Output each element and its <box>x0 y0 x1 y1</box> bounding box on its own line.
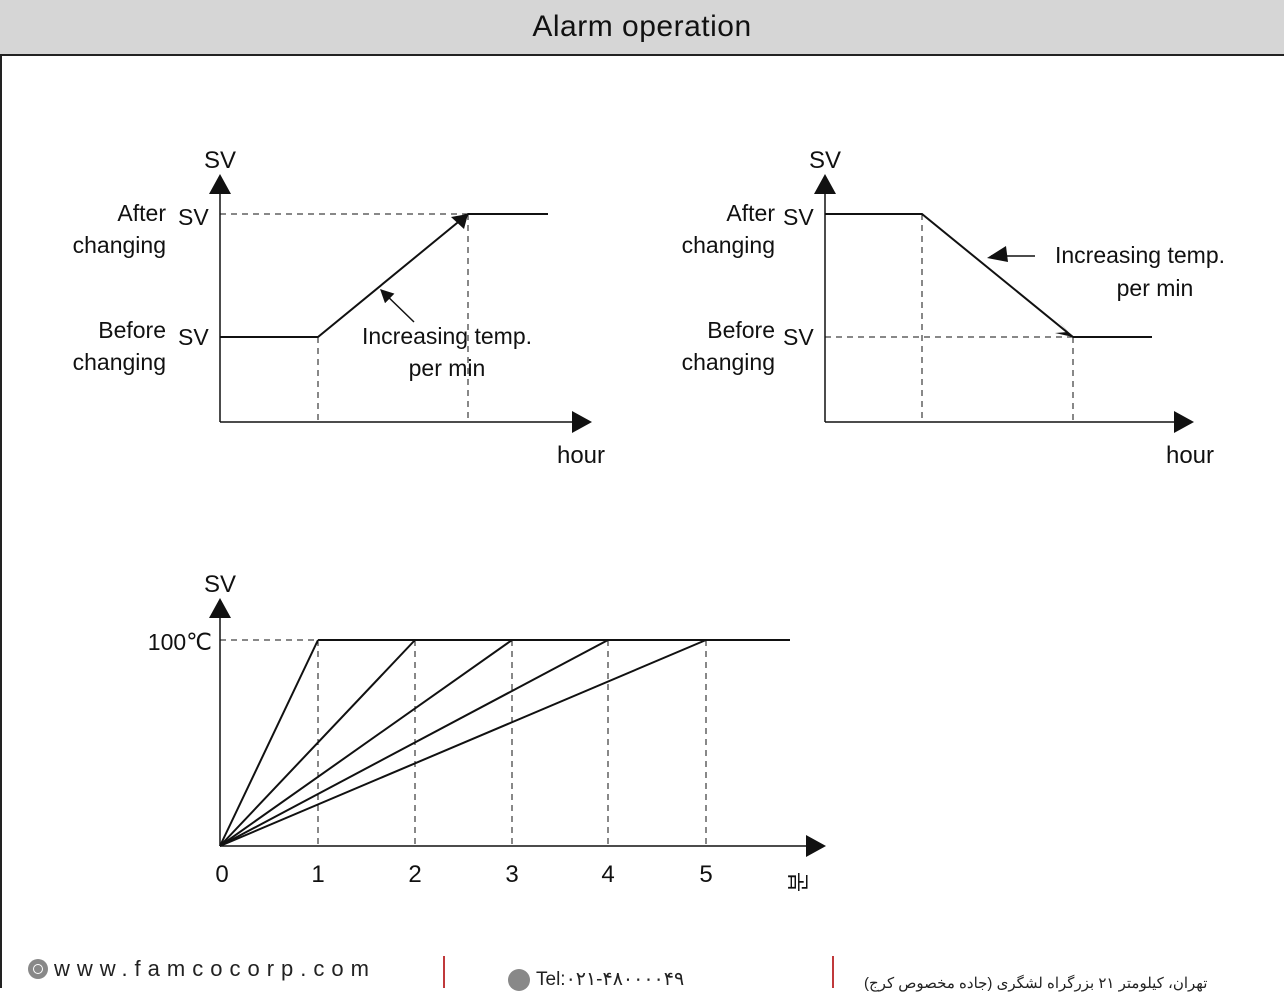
x-tick-0: 0 <box>215 861 228 888</box>
ramp-line-3min <box>219 639 513 847</box>
annotation-arrowhead <box>987 246 1008 262</box>
sv-curve <box>825 213 1152 338</box>
y-axis-label: SV <box>204 147 236 174</box>
footer-divider <box>832 956 834 988</box>
ramp-end-arrowhead <box>1055 321 1073 337</box>
before-label-line2: changing <box>73 349 166 375</box>
phone-icon <box>508 968 530 991</box>
after-sv-label: SV <box>783 204 814 230</box>
x-tick-1: 1 <box>311 861 324 888</box>
ramp-line-1min <box>219 639 319 847</box>
page-header: Alarm operation <box>0 0 1284 56</box>
y-axis-label: SV <box>809 147 841 174</box>
diagram-ramp-rates: SV 100℃ 0 1 2 3 4 5 분 <box>148 571 826 892</box>
x-unit-label: 분 <box>786 872 811 892</box>
x-tick-4: 4 <box>601 861 614 888</box>
before-label-line1: Before <box>98 317 166 343</box>
ramp-line-5min <box>219 639 707 847</box>
ramp-line-2min <box>219 639 416 847</box>
website-link[interactable]: www.famcocorp.com <box>28 956 376 982</box>
before-label-line2: changing <box>682 349 775 375</box>
annotation-line1: Increasing temp. <box>362 323 532 349</box>
sv-curve <box>220 213 548 338</box>
footer: www.famcocorp.com Tel:۰۲۱-۴۸۰۰۰۰۴۹ تهران… <box>0 948 1284 992</box>
y-axis-arrowhead <box>209 598 231 618</box>
phone-contact: Tel:۰۲۱-۴۸۰۰۰۰۴۹ <box>508 968 684 991</box>
diagram-sv-increase: SV hour After changing SV Before changin… <box>73 147 605 469</box>
diagram-sv-decrease: SV hour After changing SV Before changin… <box>682 147 1225 469</box>
before-sv-label: SV <box>783 324 814 350</box>
before-label-line1: Before <box>707 317 775 343</box>
after-label-line2: changing <box>682 232 775 258</box>
x-axis-label: hour <box>1166 442 1214 469</box>
after-sv-label: SV <box>178 204 209 230</box>
x-tick-5: 5 <box>699 861 712 888</box>
globe-icon <box>28 959 48 979</box>
y-axis-arrowhead <box>209 174 231 194</box>
footer-divider <box>443 956 445 988</box>
ramp-end-arrowhead <box>451 214 468 229</box>
x-tick-3: 3 <box>505 861 518 888</box>
x-axis-arrowhead <box>572 411 592 433</box>
after-label-line2: changing <box>73 232 166 258</box>
x-axis-arrowhead <box>1174 411 1194 433</box>
after-label-line1: After <box>117 200 166 226</box>
ramp-line-4min <box>219 639 609 847</box>
annotation-pointer <box>380 289 415 323</box>
phone-text: Tel:۰۲۱-۴۸۰۰۰۰۴۹ <box>536 969 685 990</box>
x-axis-arrowhead <box>806 835 826 857</box>
page-title: Alarm operation <box>532 10 752 43</box>
y-value-label: 100℃ <box>148 629 212 655</box>
address-text: تهران، کیلومتر ۲۱ بزرگراه لشگری (جاده مخ… <box>864 975 1208 992</box>
annotation-line2: per min <box>409 355 486 381</box>
x-axis-label: hour <box>557 442 605 469</box>
website-text: www.famcocorp.com <box>54 956 376 981</box>
annotation-line1: Increasing temp. <box>1055 242 1225 268</box>
x-tick-2: 2 <box>408 861 421 888</box>
y-axis-label: SV <box>204 571 236 598</box>
before-sv-label: SV <box>178 324 209 350</box>
annotation-line2: per min <box>1117 275 1194 301</box>
y-axis-arrowhead <box>814 174 836 194</box>
after-label-line1: After <box>726 200 775 226</box>
